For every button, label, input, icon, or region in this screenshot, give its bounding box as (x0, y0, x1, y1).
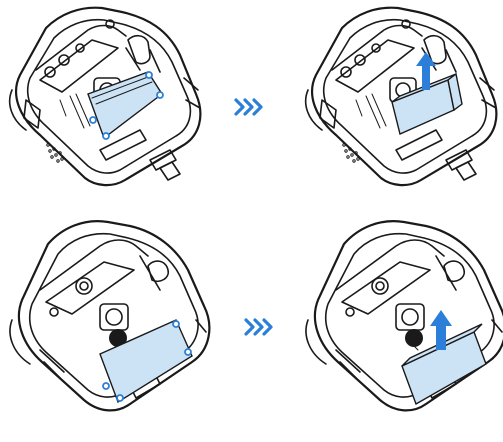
step-2-lifting-illustration (306, 221, 503, 410)
step-arrow-icon (246, 320, 271, 334)
step-1-installed-illustration (10, 8, 201, 185)
step-arrow-icon (236, 100, 261, 114)
step-2-installed-illustration (10, 221, 209, 410)
step-1-lifting-illustration (306, 8, 497, 185)
